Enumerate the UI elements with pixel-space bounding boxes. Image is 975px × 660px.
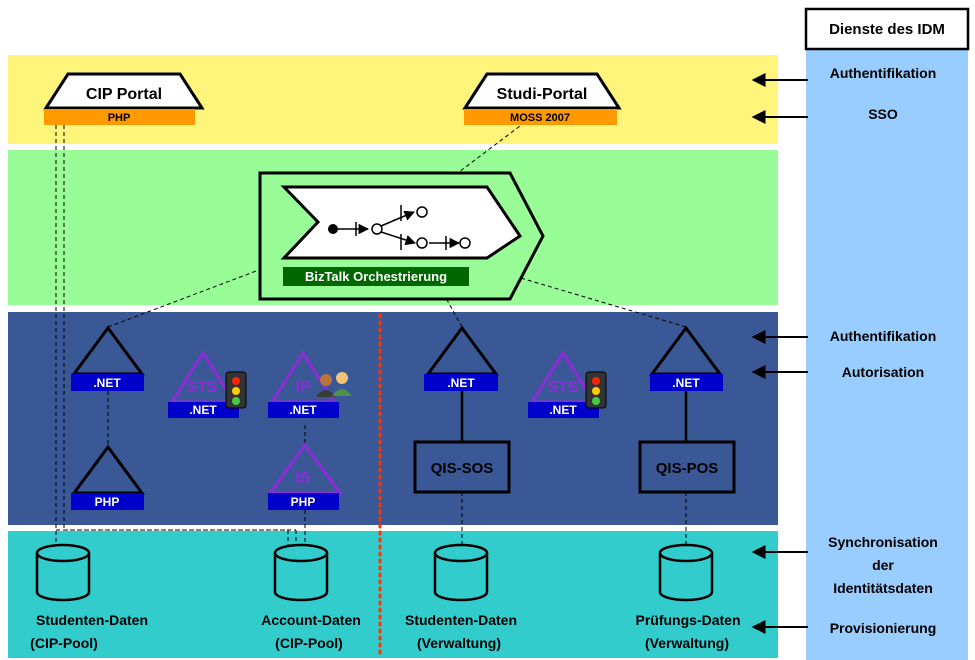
workflow-node — [416, 237, 428, 249]
db-studenten-verwaltung-line1: Studenten-Daten — [405, 612, 517, 628]
biztalk-orchestration: BizTalk Orchestrierung — [258, 171, 545, 301]
database-account-cip — [273, 543, 329, 602]
cip-portal-tech: PHP — [108, 112, 131, 124]
workflow-graph — [336, 205, 461, 250]
studi-portal-tab — [464, 109, 617, 125]
database-studenten-verwaltung — [433, 543, 489, 602]
traffic-light-icon — [585, 371, 607, 409]
db-studenten-cip-line2: (CIP-Pool) — [30, 635, 98, 651]
service-net-1-label: .NET — [93, 376, 121, 390]
cip-portal-title: CIP Portal — [86, 86, 162, 103]
service-autorisation: Autorisation — [842, 364, 924, 380]
service-is: IS PHP — [267, 442, 343, 510]
service-net-3: .NET — [649, 325, 723, 391]
studi-portal-tech: MOSS 2007 — [510, 112, 570, 124]
service-is-tech: PHP — [291, 495, 316, 509]
db-pruefungs-verwaltung-line2: (Verwaltung) — [645, 635, 729, 651]
service-sts-2-tech: .NET — [549, 403, 577, 417]
service-php-1-label: PHP — [95, 495, 120, 509]
service-ip: IP .NET — [268, 350, 339, 418]
idm-column — [806, 40, 968, 660]
qis-pos-box: QIS-POS — [638, 440, 736, 494]
workflow-node — [459, 237, 471, 249]
service-net-3-label: .NET — [672, 376, 700, 390]
data-band — [8, 531, 778, 658]
users-icon — [316, 372, 352, 397]
service-net-2: .NET — [424, 325, 499, 391]
traffic-light-icon — [225, 371, 247, 409]
database-pruefungs-verwaltung — [658, 543, 714, 602]
db-pruefungs-verwaltung-line1: Prüfungs-Daten — [636, 612, 741, 628]
service-sso: SSO — [868, 106, 898, 122]
service-php-1: PHP — [71, 444, 145, 510]
service-is-label: IS — [295, 470, 310, 487]
service-net-2-label: .NET — [447, 376, 475, 390]
workflow-start-node — [328, 224, 338, 234]
workflow-node — [371, 223, 383, 235]
qis-sos-box: QIS-SOS — [413, 440, 511, 494]
service-ip-tech: .NET — [289, 403, 317, 417]
biztalk-label: BizTalk Orchestrierung — [305, 269, 447, 284]
db-account-cip-line1: Account-Daten — [261, 612, 361, 628]
service-sts-1: STS .NET — [168, 350, 239, 418]
idm-header-box — [804, 7, 970, 51]
service-sts-2: STS .NET — [528, 350, 599, 418]
idm-header: Dienste des IDM — [829, 21, 945, 38]
database-studenten-cip — [35, 543, 91, 602]
studi-portal: Studi-Portal MOSS 2007 — [462, 72, 622, 125]
service-band — [8, 312, 778, 525]
cip-portal-tab — [44, 109, 195, 125]
biztalk-tab — [283, 267, 469, 286]
cip-portal: CIP Portal PHP — [43, 72, 205, 125]
service-sts-2-label: STS — [547, 379, 578, 396]
service-synchronisation: Synchronisation — [828, 534, 938, 550]
db-studenten-cip-line1: Studenten-Daten — [36, 612, 148, 628]
service-identitaetsdaten: Identitätsdaten — [833, 580, 933, 596]
qis-pos-label: QIS-POS — [656, 460, 719, 477]
service-synchronisation-der: der — [872, 557, 894, 573]
db-studenten-verwaltung-line2: (Verwaltung) — [417, 635, 501, 651]
workflow-node — [416, 206, 428, 218]
service-sts-1-label: STS — [186, 379, 217, 396]
qis-sos-label: QIS-SOS — [431, 460, 494, 477]
service-net-1: .NET — [71, 325, 145, 391]
service-provisionierung: Provisionierung — [830, 620, 937, 636]
studi-portal-title: Studi-Portal — [497, 86, 588, 103]
service-sts-1-tech: .NET — [189, 403, 217, 417]
service-authentifikation-mid: Authentifikation — [830, 328, 937, 344]
service-authentifikation-top: Authentifikation — [830, 65, 937, 81]
service-ip-label: IP — [295, 379, 310, 396]
db-account-cip-line2: (CIP-Pool) — [275, 635, 343, 651]
